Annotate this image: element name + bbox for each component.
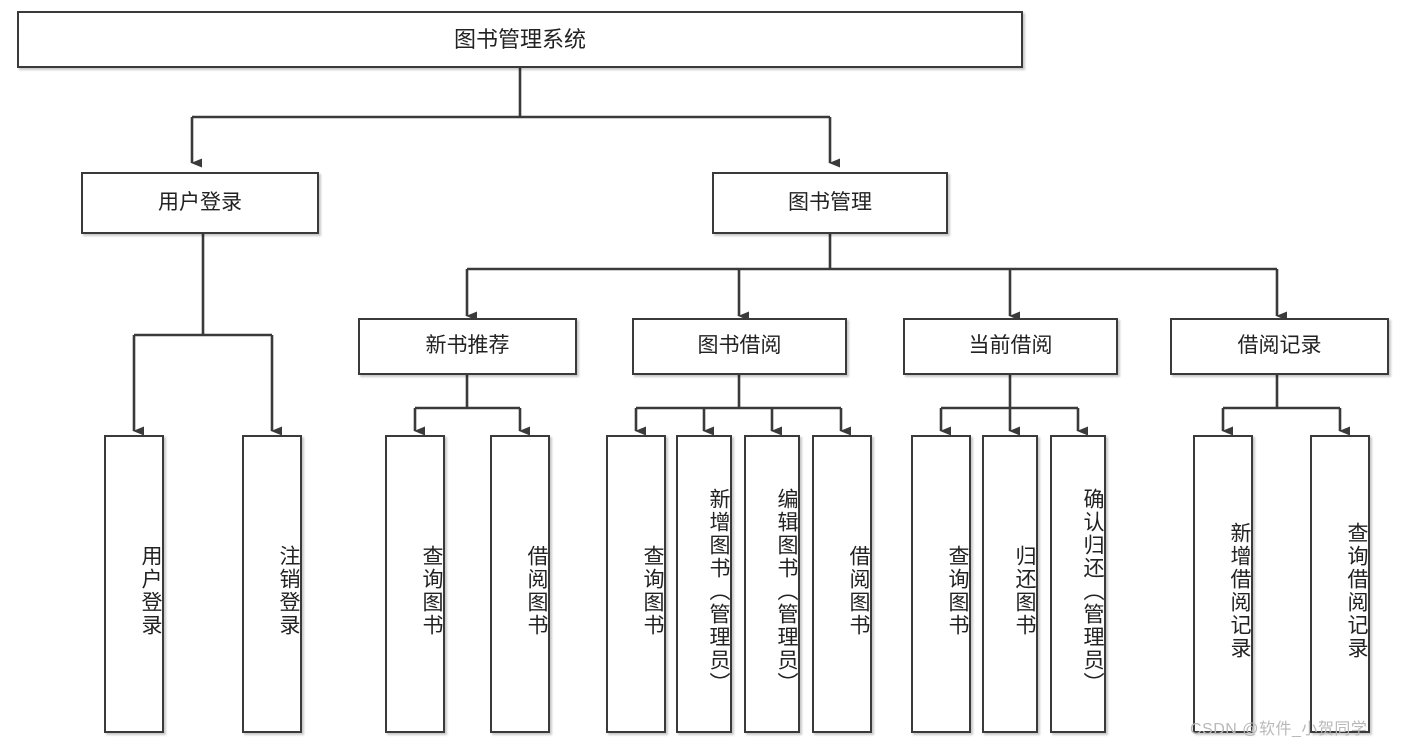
node-borrow-record-label: 借阅记录 <box>1237 334 1322 358</box>
leaf-add-book-label: 新增图书（管理员） <box>707 487 730 695</box>
csdn-watermark: CSDN @软件_小贺同学 <box>1190 721 1368 738</box>
node-book-borrow-label: 图书借阅 <box>697 334 782 358</box>
node-new-book-rec-label: 新书推荐 <box>425 334 510 358</box>
leaf-logout-label: 注销登录 <box>277 545 300 637</box>
node-current-borrow[interactable]: 当前借阅 <box>903 318 1118 375</box>
leaf-query-record-label: 查询借阅记录 <box>1345 522 1368 660</box>
leaf-query-book-2-label: 查询图书 <box>641 545 664 637</box>
leaf-confirm-return-label: 确认归还（管理员） <box>1081 487 1104 695</box>
leaf-edit-book[interactable]: 编辑图书（管理员） <box>744 435 800 733</box>
node-borrow-record[interactable]: 借阅记录 <box>1170 318 1389 375</box>
leaf-borrow-book-1[interactable]: 借阅图书 <box>490 435 550 733</box>
node-book-borrow[interactable]: 图书借阅 <box>632 318 847 375</box>
leaf-confirm-return[interactable]: 确认归还（管理员） <box>1050 435 1106 733</box>
node-root[interactable]: 图书管理系统 <box>17 11 1023 68</box>
node-book-manage-label: 图书管理 <box>788 190 872 214</box>
leaf-query-record[interactable]: 查询借阅记录 <box>1310 435 1370 733</box>
leaf-user-login-label: 用户登录 <box>139 545 162 637</box>
leaf-logout[interactable]: 注销登录 <box>242 435 302 733</box>
leaf-query-book-3[interactable]: 查询图书 <box>911 435 971 733</box>
leaf-borrow-book-2-label: 借阅图书 <box>847 545 870 637</box>
leaf-add-record[interactable]: 新增借阅记录 <box>1193 435 1253 733</box>
leaf-borrow-book-2[interactable]: 借阅图书 <box>812 435 872 733</box>
node-current-borrow-label: 当前借阅 <box>968 334 1053 358</box>
leaf-user-login[interactable]: 用户登录 <box>104 435 164 733</box>
leaf-add-book[interactable]: 新增图书（管理员） <box>676 435 732 733</box>
leaf-query-book-1[interactable]: 查询图书 <box>385 435 445 733</box>
leaf-add-record-label: 新增借阅记录 <box>1228 522 1251 660</box>
leaf-query-book-3-label: 查询图书 <box>946 545 969 637</box>
leaf-return-book-label: 归还图书 <box>1013 545 1036 637</box>
leaf-query-book-1-label: 查询图书 <box>420 545 443 637</box>
leaf-return-book[interactable]: 归还图书 <box>982 435 1038 733</box>
leaf-borrow-book-1-label: 借阅图书 <box>525 545 548 637</box>
node-user-login-label: 用户登录 <box>158 190 242 214</box>
node-user-login[interactable]: 用户登录 <box>81 172 319 234</box>
node-book-manage[interactable]: 图书管理 <box>712 172 948 234</box>
node-root-label: 图书管理系统 <box>453 26 586 52</box>
node-new-book-rec[interactable]: 新书推荐 <box>358 318 577 375</box>
leaf-query-book-2[interactable]: 查询图书 <box>606 435 666 733</box>
leaf-edit-book-label: 编辑图书（管理员） <box>775 487 798 695</box>
